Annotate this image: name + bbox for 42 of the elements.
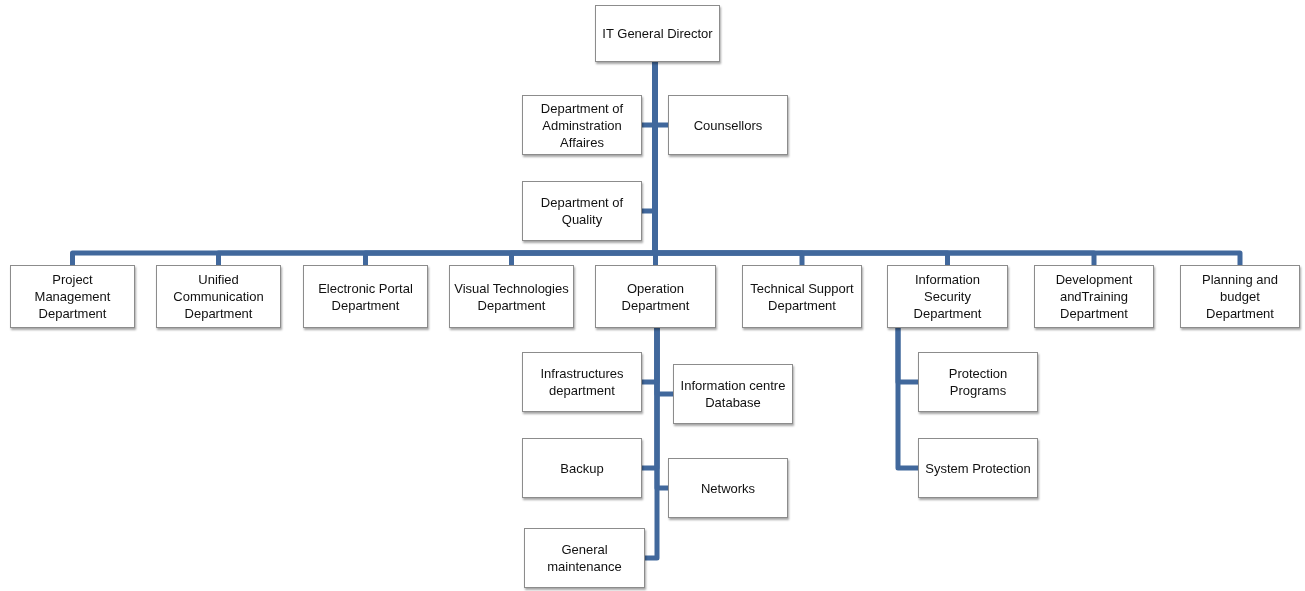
- org-box: [1034, 265, 1154, 328]
- org-box: [918, 438, 1038, 498]
- org-box: [522, 438, 642, 498]
- org-box: [156, 265, 281, 328]
- box-label: Project Management Department: [33, 271, 112, 322]
- org-box: [522, 95, 642, 155]
- box-label: Information Security Department: [912, 271, 983, 322]
- box-label: Information centre Database: [679, 377, 787, 411]
- box-label: IT General Director: [602, 25, 713, 42]
- box-label: Operation Department: [620, 279, 691, 314]
- connector-line: [895, 328, 918, 471]
- org-box: [918, 352, 1038, 412]
- box-label: Infrastructures department: [539, 365, 625, 399]
- org-box: [595, 5, 720, 62]
- box-label: Department of Quality: [539, 194, 625, 228]
- org-box: [522, 181, 642, 241]
- connector-line: [645, 328, 660, 561]
- org-box: [522, 352, 642, 412]
- box-label: Backup: [560, 459, 604, 477]
- box-label: Visual Technologies Department: [454, 279, 569, 314]
- box-label: Unified Communication Department: [172, 271, 265, 322]
- box-label: General maintenance: [546, 541, 623, 575]
- org-box: [673, 364, 793, 424]
- org-box: [10, 265, 135, 328]
- org-box: [742, 265, 862, 328]
- box-label: Counsellors: [693, 116, 763, 134]
- box-label: Technical Support Department: [749, 279, 855, 314]
- org-box: [303, 265, 428, 328]
- org-box: [668, 95, 788, 155]
- box-label: Department of Adminstration Affaires: [539, 99, 625, 151]
- box-label: Networks: [700, 479, 756, 497]
- org-box: [668, 458, 788, 518]
- org-box: [449, 265, 574, 328]
- org-box: [1180, 265, 1300, 328]
- box-label: Planning and budget Department: [1201, 271, 1279, 322]
- box-label: Electronic Portal Department: [317, 279, 414, 314]
- org-box: [524, 528, 645, 588]
- org-box: [887, 265, 1008, 328]
- box-label: System Protection: [925, 459, 1031, 477]
- box-label: Development andTraining Department: [1054, 271, 1134, 322]
- box-label: Protection Programs: [947, 365, 1009, 399]
- org-box: [595, 265, 716, 328]
